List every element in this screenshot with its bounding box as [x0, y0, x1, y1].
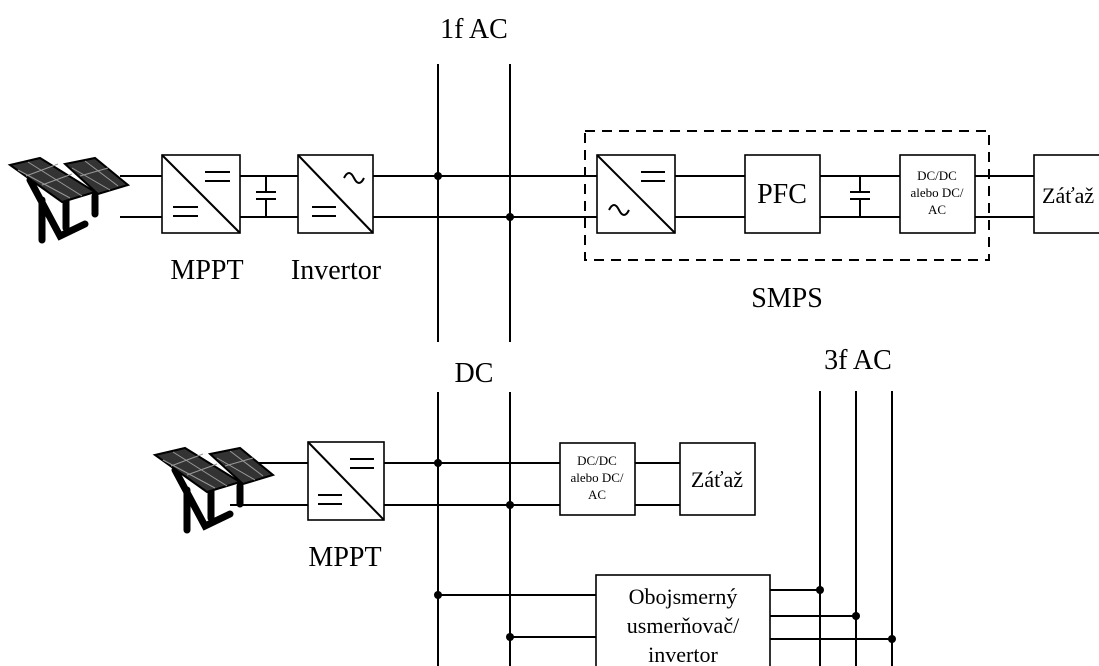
- bidir-line2: usmerňovač/: [627, 613, 740, 638]
- load-top-block: [1033, 154, 1099, 234]
- bus-label-3f-ac: 3f AC: [824, 345, 892, 376]
- junction-dot: [506, 501, 514, 509]
- junction-dot: [852, 612, 860, 620]
- mppt-top-label: MPPT: [170, 255, 243, 286]
- pfc-label: PFC: [757, 179, 807, 210]
- dc-dc-converter-icon: [307, 441, 385, 521]
- bidir-line3: invertor: [648, 642, 718, 666]
- bus-label-1f-ac: 1f AC: [440, 14, 508, 45]
- junction-dot: [434, 591, 442, 599]
- invertor-label: Invertor: [291, 255, 382, 286]
- dcdc-bottom-line1: DC/DC: [577, 453, 617, 468]
- junction-dot: [506, 213, 514, 221]
- inverter-icon: [297, 154, 374, 234]
- bus-label-dc: DC: [455, 358, 494, 389]
- ac1-bus: [437, 64, 511, 342]
- dcdc-top-block: [899, 154, 976, 234]
- junction-dot: [888, 635, 896, 643]
- dcdc-bottom-line2: alebo DC/: [570, 470, 623, 485]
- junction-dot: [434, 172, 442, 180]
- junction-dot: [434, 459, 442, 467]
- mppt-bottom-label: MPPT: [308, 542, 381, 573]
- load-bottom-label: Záťaž: [691, 467, 743, 492]
- bottom-chain-wires: [230, 462, 892, 640]
- smps-label: SMPS: [751, 283, 823, 314]
- junction-dot: [816, 586, 824, 594]
- top-chain-wires: [120, 175, 1034, 218]
- load-top-label: Záťaž: [1042, 183, 1094, 208]
- solar-panel-icon: [10, 158, 128, 240]
- pfc-block: [744, 154, 821, 234]
- dcdc-bottom-line3: AC: [588, 487, 606, 502]
- bidirectional-converter-block: [595, 574, 771, 666]
- dcdc-bottom-block: [559, 442, 636, 516]
- dc-bus: [437, 392, 511, 666]
- bidir-line1: Obojsmerný: [629, 584, 738, 609]
- dc-dc-converter-icon: [161, 154, 241, 234]
- capacitor-icon: [256, 176, 276, 217]
- junction-dot: [506, 633, 514, 641]
- ac3-bus: [819, 391, 893, 666]
- dcdc-top-line3: AC: [928, 202, 946, 217]
- solar-panel-icon: [155, 448, 273, 530]
- smps-boundary: [584, 130, 990, 261]
- rectifier-icon: [596, 154, 676, 234]
- load-bottom-block: [679, 442, 756, 516]
- dcdc-top-line1: DC/DC: [917, 168, 957, 183]
- capacitor-icon: [850, 176, 870, 217]
- dcdc-top-line2: alebo DC/: [910, 185, 963, 200]
